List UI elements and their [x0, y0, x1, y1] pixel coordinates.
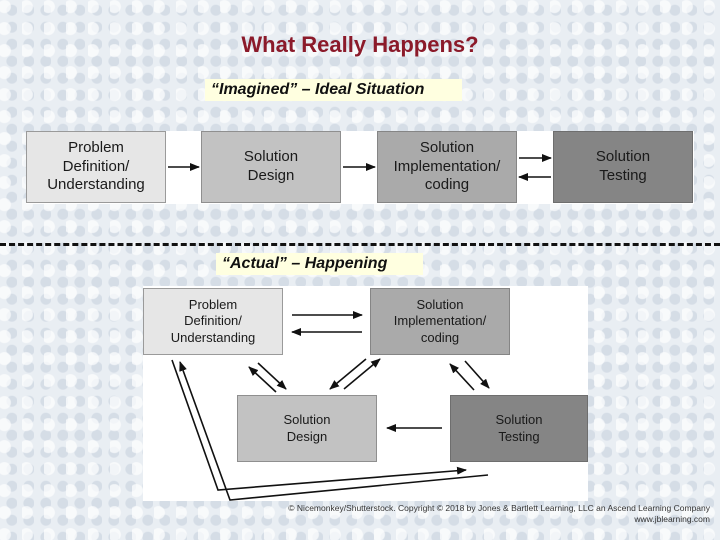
actual-design-label: Solution Design [283, 412, 331, 444]
arrow-problem-to-testing-loop [171, 359, 467, 491]
arrow-implementation-to-design [329, 358, 367, 390]
actual-problem-box: Problem Definition/ Understanding [143, 288, 283, 355]
ideal-testing-label: Solution Testing [595, 148, 651, 184]
copyright-url: www.jblearning.com [634, 514, 710, 525]
arrow-design-to-problem [248, 366, 277, 393]
slide-title: What Really Happens? [241, 32, 479, 57]
actual-problem-label: Problem Definition/ Understanding [170, 297, 256, 345]
arrow-design-to-implementation [343, 358, 381, 390]
ideal-problem-box: Problem Definition/ Understanding [26, 131, 166, 203]
ideal-implementation-label: Solution Implementation/ coding [393, 138, 501, 194]
actual-caption: “Actual” – Happening [216, 253, 423, 275]
copyright-notice: © Nicemonkey/Shutterstock. Copyright © 2… [288, 503, 710, 526]
actual-design-box: Solution Design [237, 395, 377, 462]
arrow-testing-to-problem-loop [179, 361, 489, 501]
section-divider [0, 243, 720, 246]
ideal-implementation-box: Solution Implementation/ coding [377, 131, 517, 203]
actual-testing-label: Solution Testing [495, 412, 543, 444]
arrow-implementation-to-testing [464, 360, 490, 389]
actual-implementation-label: Solution Implementation/ coding [393, 297, 487, 345]
actual-testing-box: Solution Testing [450, 395, 588, 462]
actual-implementation-box: Solution Implementation/ coding [370, 288, 510, 355]
ideal-design-box: Solution Design [201, 131, 341, 203]
arrow-problem-to-design [257, 362, 287, 390]
copyright-line: © Nicemonkey/Shutterstock. Copyright © 2… [288, 503, 710, 513]
ideal-caption: “Imagined” – Ideal Situation [205, 79, 462, 101]
ideal-problem-label: Problem Definition/ Understanding [47, 138, 145, 194]
ideal-design-label: Solution Design [243, 148, 299, 184]
ideal-testing-box: Solution Testing [553, 131, 693, 203]
arrow-testing-to-implementation [449, 363, 475, 391]
